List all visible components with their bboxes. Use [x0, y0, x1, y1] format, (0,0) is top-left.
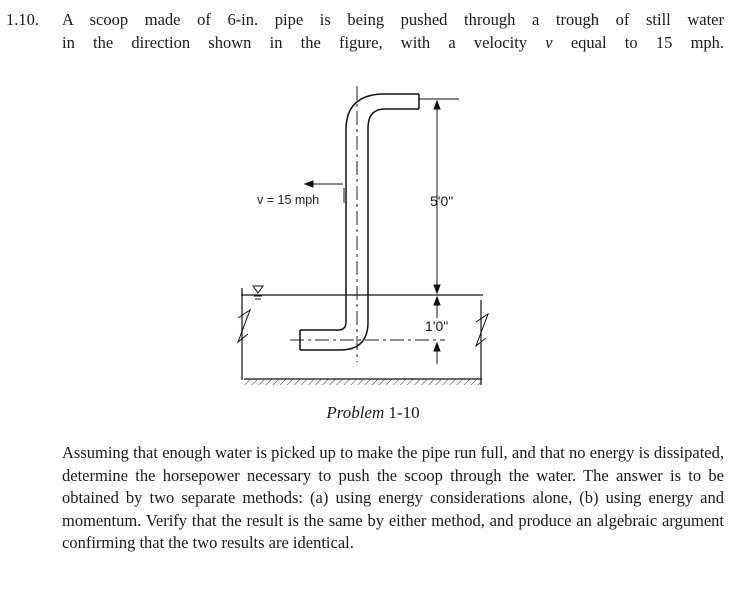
- depth-dimension: [433, 295, 441, 364]
- problem-body: Assuming that enough water is picked up …: [62, 443, 724, 552]
- intro-line-1: A scoop made of 6-in. pipe is being push…: [62, 10, 724, 29]
- height-dimension: [433, 99, 441, 295]
- figure-caption: Problem 1-10: [0, 402, 746, 424]
- depth-dimension-label: 1'0": [425, 318, 448, 334]
- velocity-symbol: v: [545, 33, 553, 52]
- trough-bottom: [244, 378, 482, 385]
- scoop-pipe: [299, 93, 420, 351]
- velocity-arrow: [303, 180, 345, 203]
- pipe-centerline: [290, 86, 445, 362]
- velocity-label: v = 15 mph: [257, 193, 319, 207]
- problem-intro: A scoop made of 6-in. pipe is being push…: [62, 8, 724, 54]
- break-marks: [236, 308, 490, 348]
- intro-line-2-end: equal to 15 mph.: [570, 33, 725, 52]
- free-surface-symbol: [252, 285, 264, 300]
- intro-line-2-text: in the direction shown in the figure, wi…: [62, 33, 528, 52]
- caption-number: 1-10: [388, 403, 420, 422]
- height-dimension-label: 5'0": [430, 193, 453, 209]
- caption-italic: Problem: [326, 403, 385, 422]
- water-surface: [241, 288, 483, 385]
- intro-line-2: in the direction shown in the figure, wi…: [62, 31, 724, 54]
- problem-number: 1.10.: [6, 10, 39, 29]
